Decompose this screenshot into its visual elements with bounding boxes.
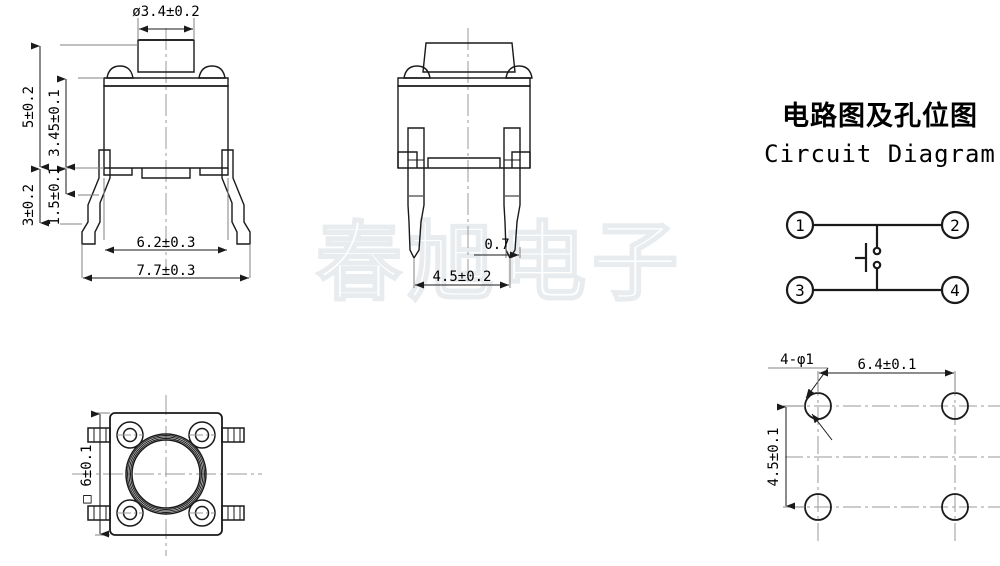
dim-pin-pitch: 4.5±0.2: [432, 269, 491, 285]
circuit-diagram-block: 电路图及孔位图 Circuit Diagram 1 2 3 4: [764, 100, 996, 305]
side-pin-left: [407, 127, 425, 260]
base-notch-right: [199, 168, 229, 176]
side-cover-plate: [397, 77, 531, 87]
plan-boss-inner: [131, 439, 201, 509]
terminal-label-2: 2: [950, 216, 960, 235]
base-notch-left: [103, 168, 133, 176]
watermark: 春旭电子: [315, 212, 684, 314]
dim-hole-callout: 4-φ1: [780, 352, 814, 368]
dim-body-square: □ 6±0.1: [79, 444, 95, 503]
dim-body-width: 6.2±0.3: [136, 235, 195, 251]
base-notch-center: [141, 168, 191, 179]
dim-hole-pitch-y: 4.5±0.1: [766, 427, 782, 486]
bottom-plan-dimensions: □ 6±0.1: [79, 410, 110, 538]
terminal-label-1: 1: [795, 216, 805, 235]
plan-body-outline: [109, 412, 223, 536]
side-rivet-left: [403, 65, 431, 79]
push-button-symbol: [855, 243, 882, 272]
terminal-label-4: 4: [950, 281, 960, 300]
circuit-title-cn: 电路图及孔位图: [782, 100, 978, 132]
side-view-dimensions: 0.7 4.5±0.2: [413, 237, 521, 289]
dim-total-height: 5±0.2: [21, 86, 37, 128]
plan-boss-outer: [125, 433, 207, 515]
plan-pin-pads: [116, 421, 216, 527]
front-view-dimensions: ø3.4±0.2 5±0.2 3.45±0.1 1.5±0.1 3±0.2 6.…: [21, 4, 251, 282]
side-rivet-right: [505, 65, 533, 79]
side-plunger: [422, 42, 516, 73]
pcb-hole-bottom-right: [941, 493, 969, 521]
dim-overall-width: 7.7±0.3: [136, 263, 195, 279]
dim-plunger-diameter: ø3.4±0.2: [132, 4, 199, 20]
side-elevation-view: [397, 28, 533, 285]
terminal-label-3: 3: [795, 281, 805, 300]
terminal-lead-right: [221, 149, 251, 245]
rivet-left: [106, 65, 134, 79]
side-body: [397, 85, 531, 169]
rivet-right: [198, 65, 226, 79]
dim-hole-pitch-x: 6.4±0.1: [857, 357, 916, 373]
pcb-hole-pattern-view: [785, 378, 1000, 545]
pcb-hole-dimensions: 4-φ1 6.4±0.1 4.5±0.1: [766, 352, 956, 510]
front-elevation-view: [81, 28, 251, 275]
dim-lead-height: 3±0.2: [21, 184, 37, 226]
dim-pin-width: 0.7: [484, 237, 509, 253]
terminal-lead-left: [81, 149, 111, 245]
dim-body-height: 3.45±0.1: [47, 89, 63, 156]
dim-lead-step: 1.5±0.1: [47, 166, 63, 225]
side-notch-b: [427, 157, 501, 168]
watermark-text: 春旭电子: [316, 213, 684, 313]
circuit-title-en: Circuit Diagram: [764, 140, 996, 168]
